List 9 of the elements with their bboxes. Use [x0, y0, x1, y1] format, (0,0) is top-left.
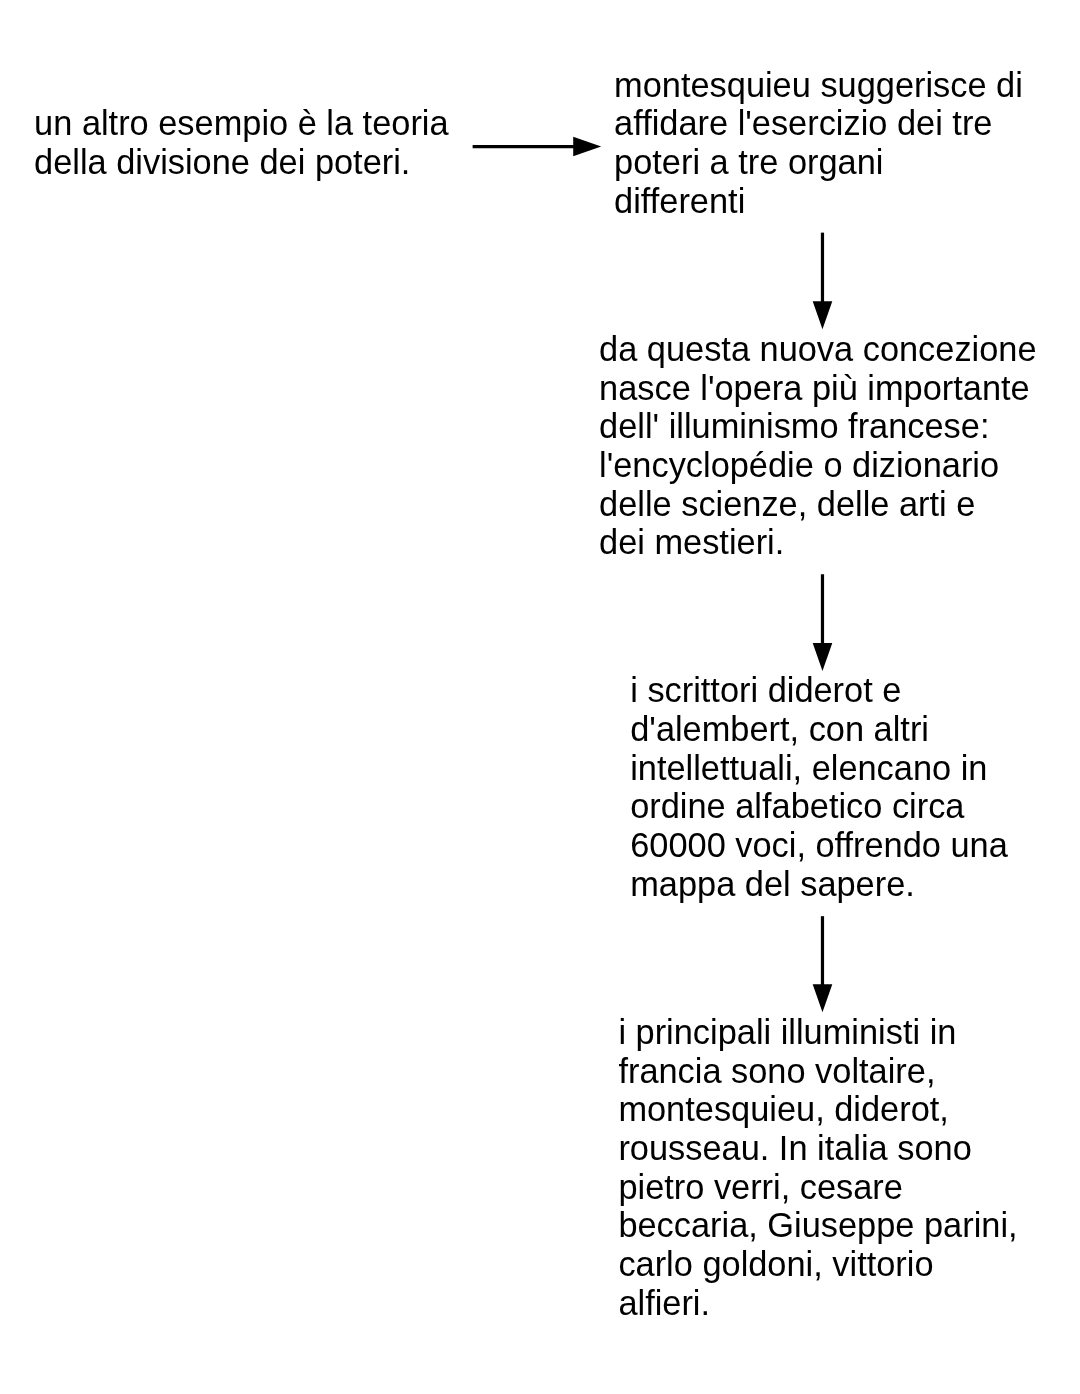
arrow [812, 915, 833, 1012]
arrow [812, 232, 833, 329]
node-text: montesquieu suggerisce di affidare l'esercizio dei tre poteri a tre organi differenti [614, 65, 1023, 220]
node-text: un altro esempio è la teoria della divisione dei poteri. [34, 103, 449, 181]
arrow [812, 573, 833, 671]
arrow [472, 136, 602, 156]
node-text: i principali illuministi in francia sono voltaire, montesquieu, diderot, rousseau. In italia sono pietro verri, cesare beccaria, Giuseppe parini, carlo goldoni, vittorio alfieri. [618, 1012, 1018, 1322]
node-text: i scrittori diderot e d'alembert, con altri intellettuali, elencano in ordine alfabetico circa 60000 voci, offrendo una mappa del sapere. [630, 670, 1008, 903]
node-text: da questa nuova concezione nasce l'opera più importante dell' illuminismo francese: l'encyclopédie o dizionario delle scienze, delle arti e dei mestieri. [599, 329, 1037, 561]
